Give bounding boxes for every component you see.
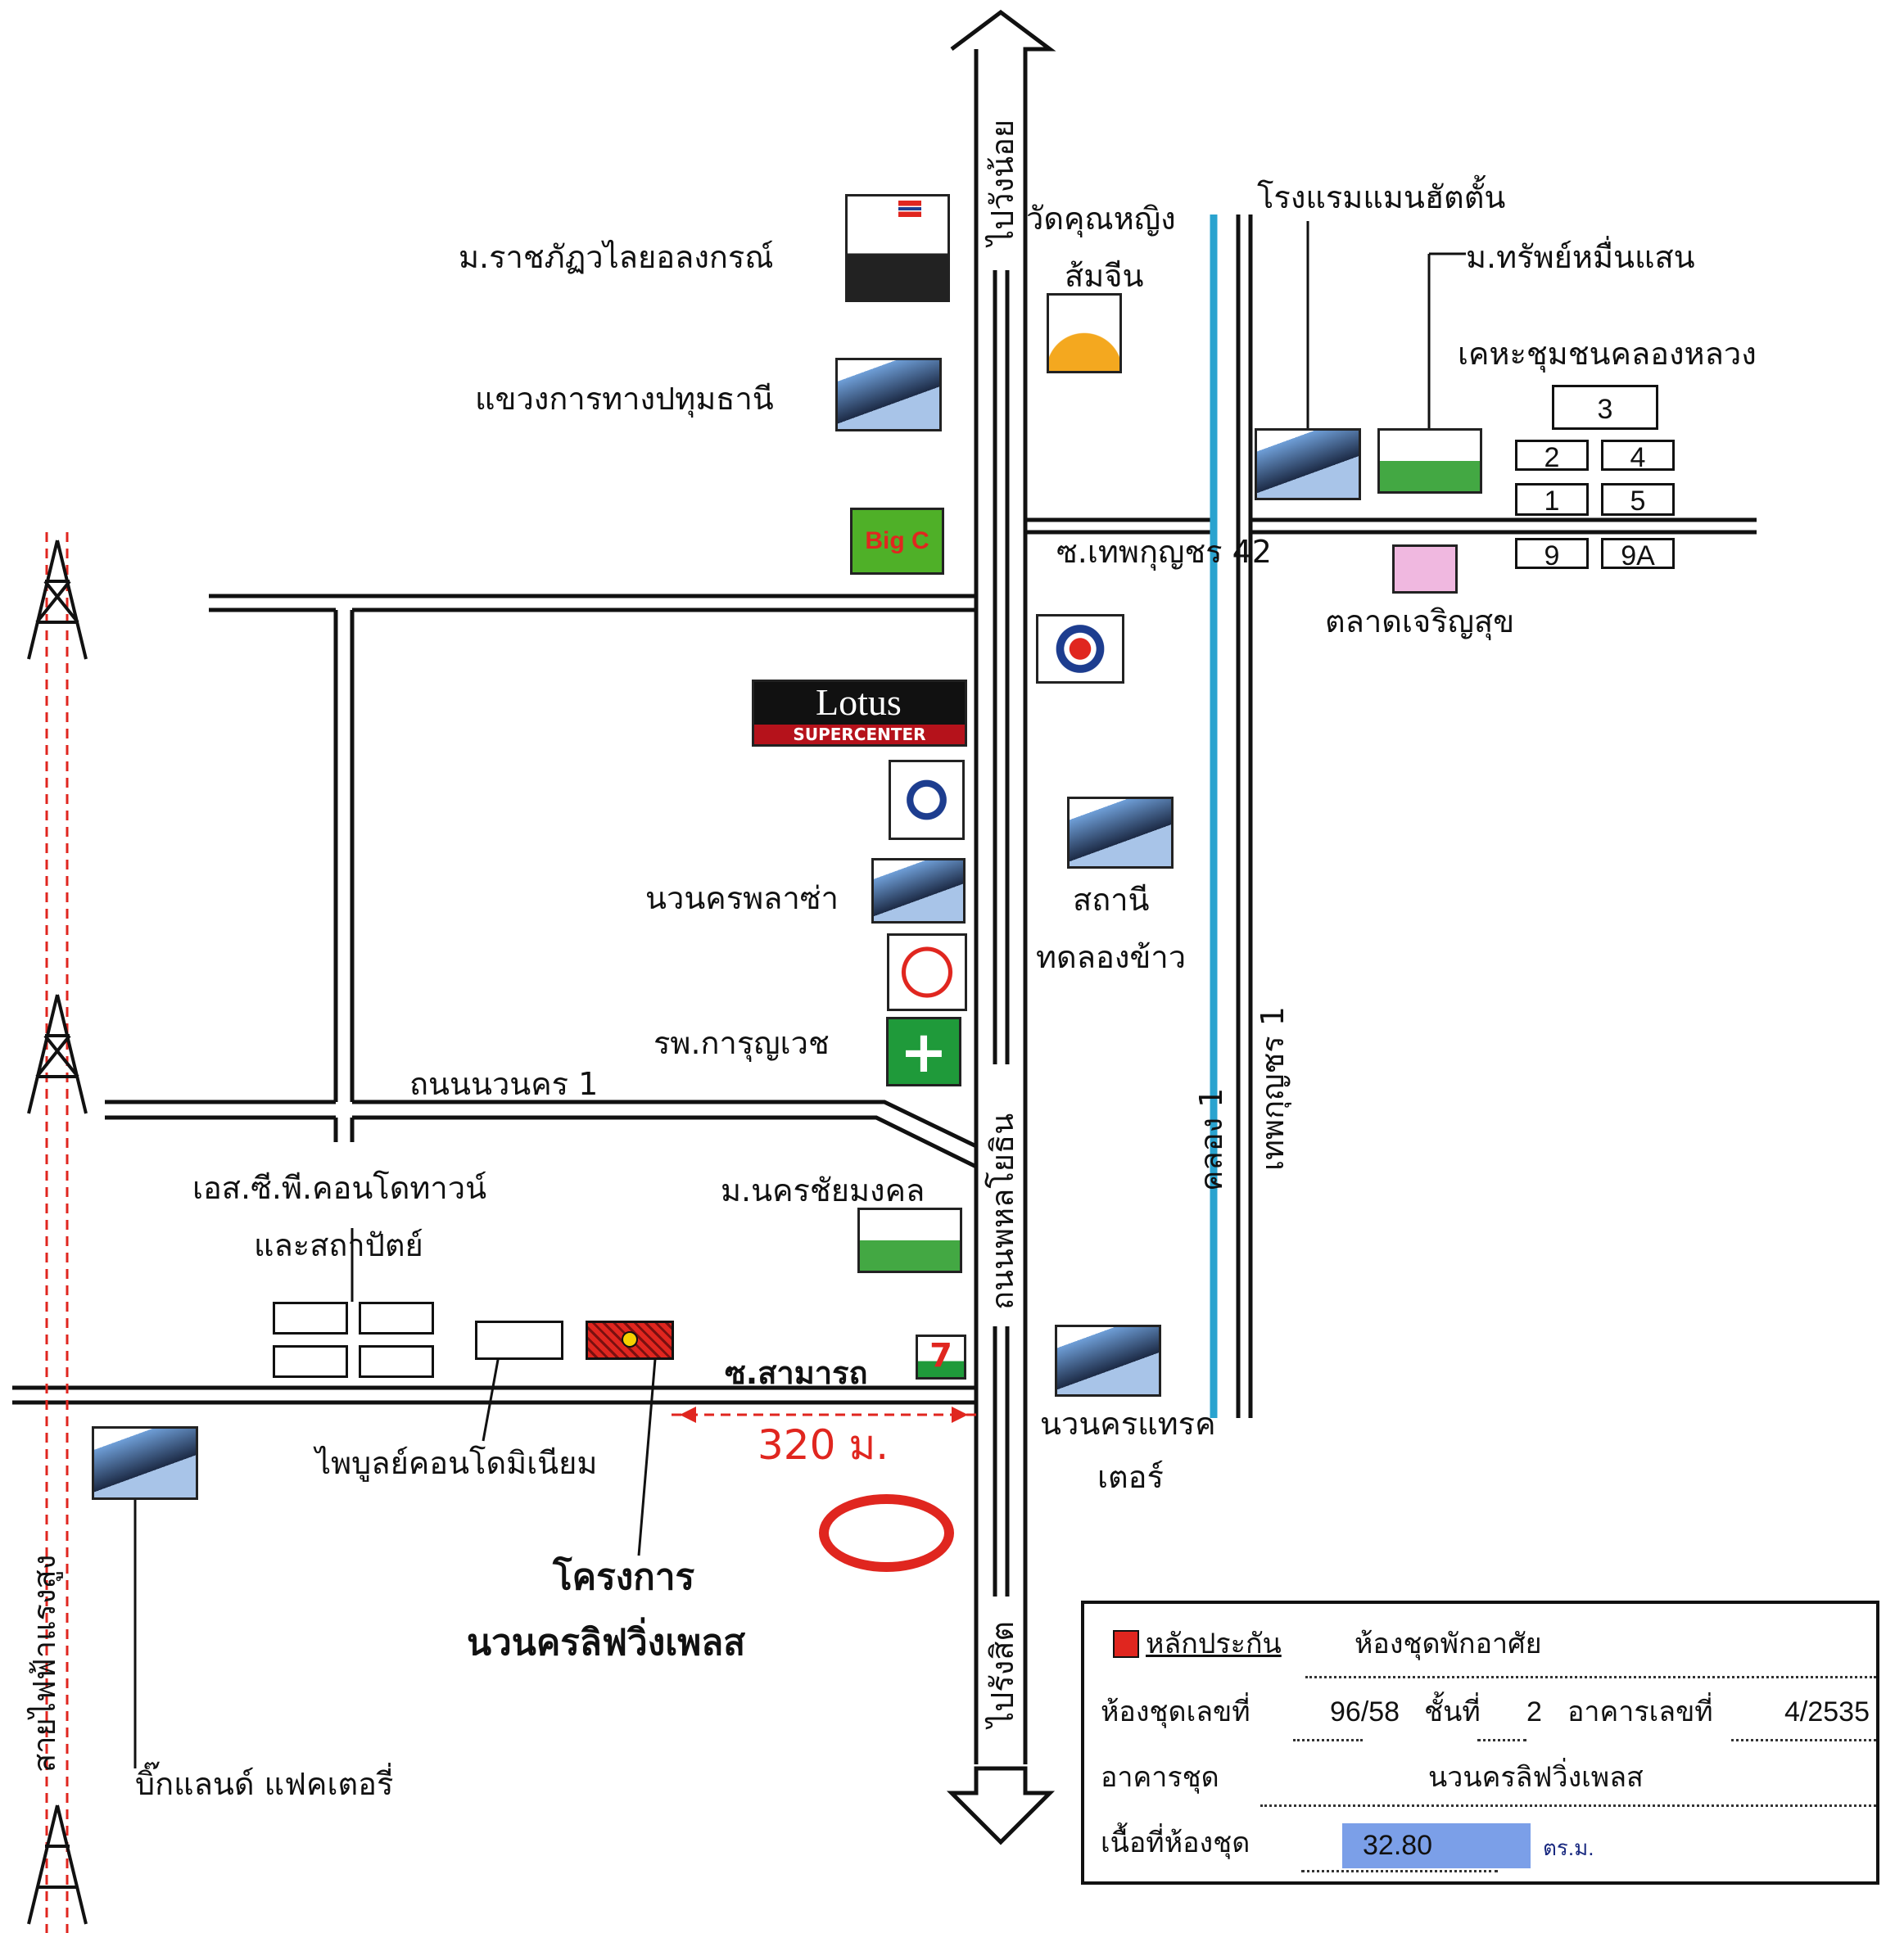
label-wat-1: วัดคุณหญิง bbox=[1026, 201, 1176, 237]
area-value: 32.80 bbox=[1363, 1830, 1433, 1861]
label-village-nakorn: ม.นครชัยมงคล bbox=[721, 1172, 925, 1208]
phaiboon-block bbox=[475, 1321, 563, 1360]
scp-block bbox=[273, 1345, 348, 1378]
label-trade-1: นวนครแทรค bbox=[1040, 1406, 1216, 1442]
main-road bbox=[974, 74, 1028, 1764]
lotus-sub: SUPERCENTER bbox=[754, 725, 965, 744]
label-rajabhat: ม.ราชภัฏวไลยอลงกรณ์ bbox=[459, 239, 774, 275]
condo-name: นวนครลิฟวิ่งเพลส bbox=[1428, 1762, 1644, 1793]
lotus-name: Lotus bbox=[816, 681, 902, 723]
building-no-label: อาคารเลขที่ bbox=[1567, 1696, 1713, 1728]
block-5: 5 bbox=[1601, 483, 1675, 517]
block-4: 4 bbox=[1601, 440, 1675, 473]
building-no: 4/2535 bbox=[1784, 1696, 1870, 1728]
label-nava-plaza: นวนครพลาซ่า bbox=[645, 880, 839, 916]
label-phaiboon: ไพบูลย์คอนโดมิเนียม bbox=[315, 1445, 598, 1481]
label-main-road: ถนนพหลโยธิน bbox=[984, 1113, 1020, 1310]
label-nawanakorn-1: ถนนนวนคร 1 bbox=[409, 1066, 599, 1102]
block-3: 3 bbox=[1552, 385, 1658, 430]
seven-eleven-logo: 7 bbox=[916, 1335, 966, 1380]
area-label: เนื้อที่ห้องชุด bbox=[1101, 1827, 1250, 1858]
block-1: 1 bbox=[1515, 483, 1589, 517]
gas-station-logo bbox=[1036, 614, 1124, 684]
tower-icon bbox=[27, 540, 88, 660]
label-rice-1: สถานี bbox=[1073, 882, 1150, 918]
label-scp-2: และสถาปัตย์ bbox=[254, 1227, 423, 1263]
label-village-sap: ม.ทรัพย์หมื่นแสน bbox=[1466, 239, 1695, 275]
tower-icon bbox=[27, 1804, 88, 1925]
label-project-1: โครงการ bbox=[553, 1556, 695, 1598]
label-market: ตลาดเจริญสุข bbox=[1325, 603, 1515, 639]
scp-block bbox=[359, 1345, 434, 1378]
label-highway-office: แขวงการทางปทุมธานี bbox=[475, 381, 774, 417]
toyota-logo bbox=[819, 1494, 954, 1572]
arrow-south bbox=[946, 1766, 1056, 1845]
village-icon bbox=[1377, 428, 1482, 494]
collateral-label: หลักประกัน bbox=[1146, 1628, 1282, 1660]
floor-label: ชั้นที่ bbox=[1424, 1696, 1481, 1728]
hotel-building-icon bbox=[1255, 428, 1361, 500]
bigc-logo: Big C bbox=[850, 508, 944, 575]
block-9a: 9A bbox=[1601, 538, 1675, 571]
label-soi-samarn: ซ.สามารถ bbox=[725, 1355, 868, 1391]
project-marker-icon bbox=[622, 1331, 638, 1348]
temple-icon bbox=[1047, 293, 1122, 373]
area-unit: ตร.ม. bbox=[1543, 1836, 1594, 1860]
market-icon bbox=[1392, 544, 1458, 594]
label-hospital: รพ.การุญเวช bbox=[654, 1025, 830, 1061]
bangkok-bank-logo bbox=[889, 760, 965, 840]
label-trade-2: เตอร์ bbox=[1097, 1459, 1164, 1495]
label-to-rangsit: ไปรังสิต bbox=[984, 1620, 1020, 1728]
label-soi-42: ซ.เทพกุญชร 42 bbox=[1056, 534, 1272, 570]
village-nakorn-icon bbox=[857, 1208, 962, 1273]
collateral-info-box: หลักประกัน ห้องชุดพักอาศัย ห้องชุดเลขที่… bbox=[1081, 1601, 1879, 1885]
label-rice-2: ทดลองข้าว bbox=[1036, 939, 1187, 975]
block-2: 2 bbox=[1515, 440, 1589, 473]
kasikorn-bank-logo bbox=[887, 933, 967, 1011]
floor: 2 bbox=[1526, 1696, 1542, 1728]
power-towers bbox=[27, 540, 88, 1925]
building-icon bbox=[835, 358, 942, 431]
bigc-text: Big C bbox=[865, 527, 929, 554]
label-kheha: เคหะชุมชนคลองหลวง bbox=[1458, 336, 1757, 372]
label-hotel: โรงแรมแมนฮัตตั้น bbox=[1257, 179, 1506, 215]
arrow-north bbox=[950, 9, 1056, 74]
unit-no-label: ห้องชุดเลขที่ bbox=[1101, 1696, 1250, 1728]
label-canal-1: คลอง 1 bbox=[1193, 1087, 1229, 1191]
tower-icon bbox=[27, 994, 88, 1114]
plaza-building-icon bbox=[871, 858, 966, 924]
label-to-wangnoi: ไปวังน้อย bbox=[984, 119, 1020, 246]
scp-block bbox=[273, 1302, 348, 1335]
label-project-2: นวนครลิฟวิ่งเพลส bbox=[467, 1622, 746, 1664]
label-power-line: สายไฟฟ้าแรงสูง bbox=[26, 1554, 62, 1773]
block-9: 9 bbox=[1515, 538, 1589, 571]
scp-block bbox=[359, 1302, 434, 1335]
collateral-type: ห้องชุดพักอาศัย bbox=[1355, 1628, 1542, 1660]
label-thepkunchorn-1: เทพกุญชร 1 bbox=[1255, 1006, 1291, 1171]
label-wat-2: ส้มจีน bbox=[1065, 258, 1144, 294]
unit-no: 96/58 bbox=[1330, 1696, 1400, 1728]
distance-label: 320 ม. bbox=[758, 1421, 889, 1469]
collateral-square-icon bbox=[1113, 1630, 1139, 1658]
stamp bbox=[1342, 1823, 1531, 1868]
thepkunchorn-1-road bbox=[1236, 215, 1253, 1418]
rice-station-building-icon bbox=[1067, 797, 1174, 869]
trade-center-building-icon bbox=[1055, 1325, 1161, 1397]
label-bigland: บิ๊กแลนด์ แฟคเตอรี่ bbox=[135, 1766, 394, 1802]
condo-label: อาคารชุด bbox=[1101, 1762, 1219, 1793]
label-scp-1: เอส.ซี.พี.คอนโดทาวน์ bbox=[192, 1170, 487, 1206]
bigland-building-icon bbox=[92, 1426, 198, 1500]
hospital-icon: + bbox=[886, 1017, 961, 1086]
university-icon bbox=[845, 194, 950, 302]
lotus-logo: Lotus SUPERCENTER bbox=[752, 680, 967, 747]
project-site bbox=[586, 1321, 674, 1360]
